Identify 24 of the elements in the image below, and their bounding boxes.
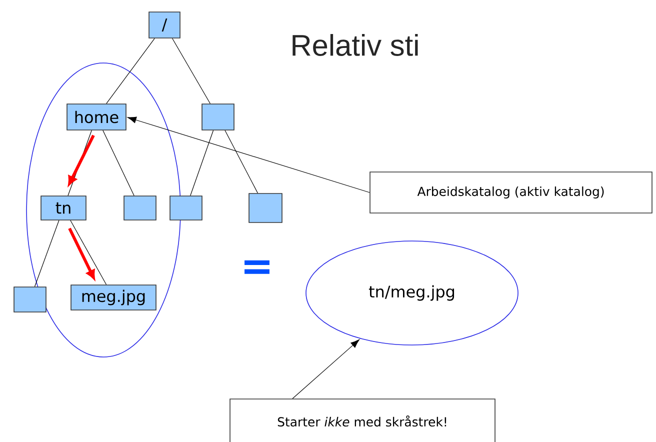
arrow [68,228,95,280]
connector-line [190,130,214,196]
arrow [68,134,95,186]
connector-line [172,38,211,104]
connector-line [106,38,155,104]
connector-line [34,220,60,287]
connector-line [70,220,107,285]
callout-box: Starter ikke med skråstrek! [230,398,496,442]
equals-sign: = [244,260,270,274]
folder-box [202,104,234,130]
folder-box: home [66,104,126,130]
folder-box [170,196,202,220]
folder-box: / [148,12,180,38]
folder-box [248,193,282,223]
folder-box [124,196,156,220]
folder-box [14,286,46,312]
leader-line [292,339,360,399]
title: Relativ sti [292,34,418,56]
folder-box: meg.jpg [70,284,156,310]
connector-line [224,130,258,194]
callout-box: Arbeidskatalog (aktiv katalog) [370,172,652,214]
leader-line [127,116,370,193]
connector-line [102,130,134,196]
folder-box: tn [40,196,86,220]
